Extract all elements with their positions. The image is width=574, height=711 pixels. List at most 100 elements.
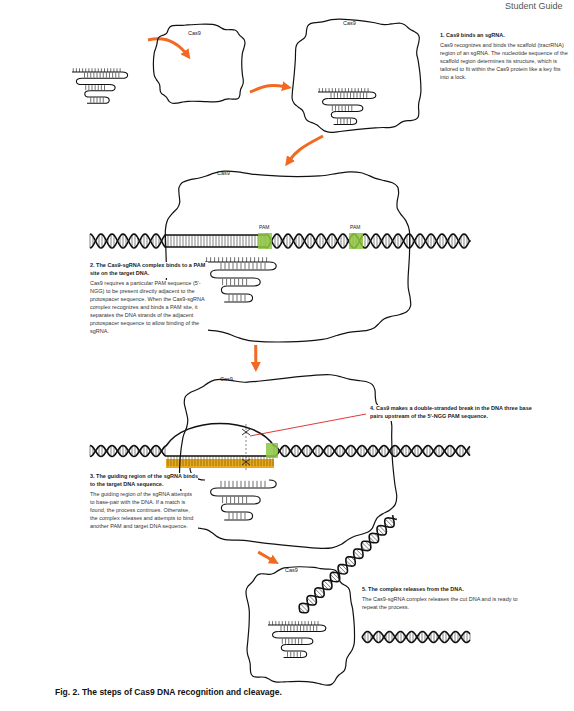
base-tick <box>233 295 234 301</box>
scaffold-hairpin <box>331 112 356 125</box>
base-tick <box>221 263 222 269</box>
base-tick <box>347 93 348 98</box>
base-pair <box>419 234 420 247</box>
base-tick <box>93 73 94 78</box>
base-tick <box>104 85 105 90</box>
base-tick <box>347 119 348 124</box>
protein-label: Cas9 <box>285 567 298 574</box>
base-tick <box>85 85 86 90</box>
dna-strand <box>266 234 470 248</box>
base-pair <box>177 456 178 466</box>
base-tick <box>292 621 293 625</box>
step-arrow <box>250 85 288 92</box>
base-pair <box>186 456 187 466</box>
base-pair <box>431 234 432 248</box>
base-tick <box>103 73 104 78</box>
base-pair <box>186 235 187 247</box>
base-tick <box>92 85 93 90</box>
base-tick <box>282 639 283 644</box>
base-tick <box>301 621 302 625</box>
base-tick <box>261 263 262 269</box>
base-tick <box>117 68 118 72</box>
cas9-protein: Cas9 <box>240 562 358 690</box>
base-tick <box>285 621 286 625</box>
step-text: Student Guide <box>505 0 563 13</box>
base-tick <box>307 626 308 631</box>
protein-outline-path <box>246 567 354 685</box>
base-tick <box>245 295 246 301</box>
base-tick <box>261 481 262 487</box>
base-pair <box>361 446 362 457</box>
base-pair <box>237 456 238 466</box>
base-pair <box>180 235 181 247</box>
base-tick <box>337 93 338 98</box>
base-pair <box>324 581 332 589</box>
base-pair <box>207 456 208 466</box>
base-pair <box>295 446 296 457</box>
base-pair <box>183 235 184 247</box>
base-tick <box>314 621 315 625</box>
base-pair <box>413 632 414 642</box>
base-pair <box>385 446 386 457</box>
base-pair <box>204 456 205 466</box>
cas9-protein: Cas9 <box>288 14 428 136</box>
base-tick <box>338 106 339 111</box>
base-pair <box>174 456 175 466</box>
base-pair <box>446 632 447 642</box>
scaffold-hairpin <box>211 488 261 504</box>
base-tick <box>92 68 93 72</box>
base-pair <box>123 234 124 248</box>
figure-caption: Fig. 2. The steps of Cas9 DNA recognitio… <box>55 686 282 698</box>
scaffold-hairpin <box>281 645 306 658</box>
base-pair <box>300 604 308 612</box>
base-pair <box>443 234 444 247</box>
base-tick <box>241 263 242 269</box>
base-pair <box>144 234 145 247</box>
base-tick <box>112 73 113 78</box>
base-tick <box>288 639 289 644</box>
base-pairs <box>266 234 470 248</box>
base-tick <box>85 68 86 72</box>
dna-strand <box>274 446 470 457</box>
base-tick <box>237 295 238 301</box>
cas9-protein: Cas9 <box>170 368 402 552</box>
base-pair <box>394 446 395 457</box>
base-pair <box>222 456 223 466</box>
base-tick <box>118 73 119 78</box>
base-tick <box>82 68 83 72</box>
base-tick <box>226 497 227 503</box>
step-heading: 5. The complex releases from the DNA. <box>362 586 522 594</box>
base-pair <box>439 446 440 457</box>
dna-strand <box>266 234 470 248</box>
base-tick <box>329 88 330 92</box>
base-tick <box>355 88 356 92</box>
base-tick <box>241 513 242 519</box>
base-tick <box>290 626 291 631</box>
dna-strand <box>362 632 470 643</box>
base-pair <box>213 456 214 466</box>
base-pair <box>307 446 308 457</box>
base-tick <box>360 93 361 98</box>
bound-dna <box>90 414 470 470</box>
base-tick <box>337 119 338 124</box>
base-tick <box>361 88 362 92</box>
base-tick <box>238 497 239 503</box>
base-tick <box>297 652 298 657</box>
base-tick <box>350 119 351 124</box>
base-pair <box>225 235 226 247</box>
base-pair <box>418 446 419 457</box>
step-arrow <box>258 552 275 562</box>
base-tick <box>210 257 211 262</box>
base-tick <box>348 106 349 111</box>
sgrna <box>318 88 376 124</box>
base-pair <box>240 235 241 247</box>
base-tick <box>332 88 333 92</box>
base-tick <box>358 88 359 92</box>
base-pair <box>135 446 136 457</box>
base-tick <box>331 93 332 98</box>
base-pair <box>171 235 172 247</box>
base-tick <box>100 98 101 103</box>
base-tick <box>84 73 85 78</box>
base-pair <box>156 446 157 457</box>
base-pair <box>299 234 300 248</box>
